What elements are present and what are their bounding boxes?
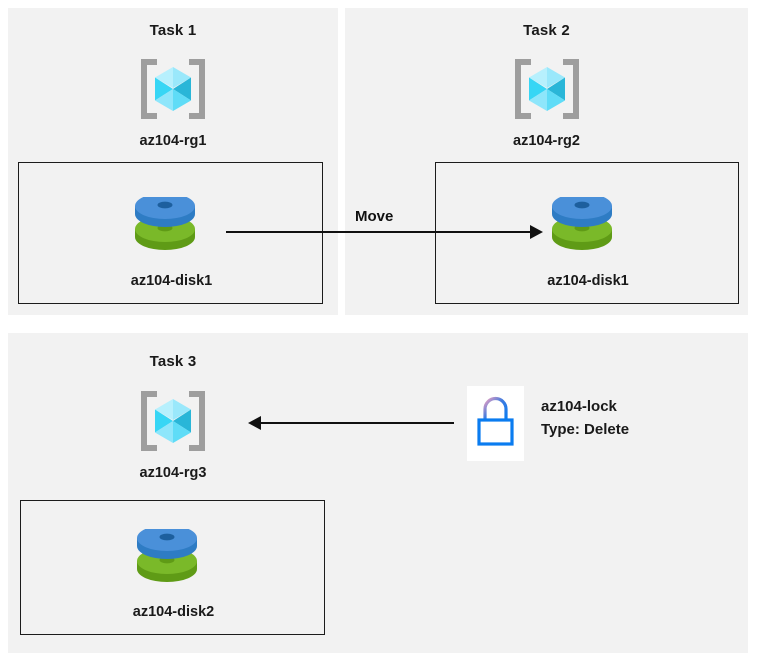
task-3-panel: Task 3 az104-rg3 a xyxy=(8,333,748,653)
lock-name-label: az104-lock xyxy=(541,398,617,415)
padlock-icon xyxy=(477,396,514,446)
task-1-title: Task 1 xyxy=(149,22,197,39)
task-3-resource-label: az104-disk2 xyxy=(132,604,215,620)
move-arrow-line xyxy=(226,231,532,233)
resource-group-cube-icon xyxy=(136,58,210,120)
managed-disk-icon xyxy=(131,525,203,597)
resource-group-cube-icon xyxy=(136,390,210,452)
lock-arrow-line xyxy=(260,422,454,424)
task-3-title: Task 3 xyxy=(149,353,197,370)
lock-arrowhead-icon xyxy=(248,416,261,430)
task-1-resource-group-label: az104-rg1 xyxy=(139,133,207,149)
task-1-resource-label: az104-disk1 xyxy=(130,273,213,289)
task-2-resource-group-label: az104-rg2 xyxy=(513,133,580,149)
resource-group-cube-icon xyxy=(510,58,584,120)
lock-type-label: Type: Delete xyxy=(541,421,630,438)
task-1-panel: Task 1 az104-rg1 a xyxy=(8,8,338,315)
task-2-resource-label: az104-disk1 xyxy=(547,273,629,289)
move-arrowhead-icon xyxy=(530,225,543,239)
lock-icon-tile xyxy=(467,386,524,461)
task-3-resource-group-label: az104-rg3 xyxy=(139,465,207,481)
managed-disk-icon xyxy=(546,193,618,265)
move-arrow-label: Move xyxy=(355,208,394,225)
task-2-panel: Task 2 az104-rg2 a xyxy=(345,8,748,315)
task-1-resource-box: az104-disk1 xyxy=(18,162,323,304)
managed-disk-icon xyxy=(129,193,201,265)
task-2-title: Task 2 xyxy=(523,22,570,39)
task-3-resource-box: az104-disk2 xyxy=(20,500,325,635)
task-2-resource-box: az104-disk1 xyxy=(435,162,739,304)
